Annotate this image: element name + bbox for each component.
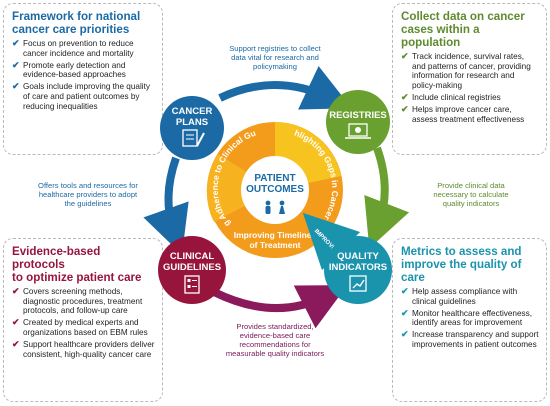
list-item: ✔Goals include improving the quality of …	[12, 82, 155, 111]
panel-title-line: Metrics to assess and	[401, 245, 522, 258]
list-item: ✔Covers screening methods, diagnostic pr…	[12, 286, 155, 316]
checkmark-icon: ✔	[12, 38, 20, 48]
note-line: necessary to calculate	[433, 190, 509, 199]
list-item-text: Increase transparency and support improv…	[412, 330, 539, 349]
note-line: Provides standardized,	[236, 322, 314, 331]
bullet-list: ✔Help assess compliance with clinical gu…	[401, 286, 539, 350]
list-item-text: Created by medical experts and organizat…	[23, 318, 148, 337]
checkmark-icon: ✔	[12, 81, 20, 92]
checkmark-icon: ✔	[12, 59, 20, 70]
note-support-registries: Support registries to collect data vital…	[200, 44, 350, 71]
checkmark-icon: ✔	[401, 91, 409, 102]
arrow-plans-to-guidelines	[143, 156, 189, 255]
note-line: data vital for research and	[231, 53, 319, 62]
note-line: measurable quality indicators	[225, 349, 325, 358]
note-line: healthcare providers to adopt	[38, 190, 138, 199]
note-line: evidence-based care	[239, 331, 311, 340]
node-cancer-plans	[160, 96, 224, 160]
arrow-plans-to-registries	[218, 66, 352, 110]
list-item: ✔Focus on prevention to reduce cancer in…	[12, 38, 155, 58]
note-line: the guidelines	[64, 199, 112, 208]
patients-icon	[265, 200, 285, 214]
list-item-text: Focus on prevention to reduce cancer inc…	[23, 39, 134, 58]
laptop-share-icon	[345, 123, 371, 139]
arrow-registries-to-indicators	[364, 146, 410, 249]
checkmark-icon: ✔	[12, 338, 20, 349]
checkmark-icon: ✔	[401, 51, 409, 61]
note-line: recommendations for	[239, 340, 311, 349]
list-item: ✔Monitor healthcare effectiveness, ident…	[401, 307, 539, 328]
panel-title-line: to optimize patient care	[12, 271, 142, 284]
list-item: ✔Created by medical experts and organiza…	[12, 318, 155, 337]
trend-chart-icon	[349, 275, 367, 292]
note-line: Offers tools and resources for	[38, 181, 138, 190]
arrow-guidelines-to-indicators	[212, 285, 348, 329]
list-item-text: Covers screening methods, diagnostic pro…	[23, 287, 143, 316]
ring-segment-left	[206, 154, 275, 222]
note-offers-tools: Offers tools and resources for healthcar…	[8, 181, 168, 208]
bullet-list: ✔Covers screening methods, diagnostic pr…	[12, 286, 155, 359]
list-item: ✔Helps improve cancer care, assess treat…	[401, 103, 539, 124]
panel-title-line: cancer care priorities	[12, 23, 130, 36]
list-item-text: Track incidence, survival rates, and pat…	[412, 52, 531, 90]
panel-title-line: Evidence-based protocols	[12, 245, 101, 271]
note-provide-clinical-data: Provide clinical data necessary to calcu…	[396, 181, 546, 208]
note-provides-standardized: Provides standardized, evidence-based ca…	[200, 322, 350, 358]
list-item-text: Support healthcare providers deliver con…	[23, 339, 155, 359]
note-line: Provide clinical data	[437, 181, 505, 190]
node-label-registries: REGISTRIES	[329, 110, 387, 121]
checkmark-icon: ✔	[401, 307, 409, 318]
note-line: policymaking	[253, 62, 297, 71]
list-item-text: Help assess compliance with clinical gui…	[412, 287, 518, 306]
center-circle	[241, 156, 309, 224]
checkmark-icon: ✔	[401, 103, 409, 114]
checkmark-icon: ✔	[12, 317, 20, 328]
bullet-list: ✔Focus on prevention to reduce cancer in…	[12, 38, 155, 111]
list-item: ✔Help assess compliance with clinical gu…	[401, 286, 539, 306]
list-item-text: Goals include improving the quality of c…	[23, 82, 150, 111]
panel-title-line: Collect data on cancer	[401, 10, 525, 23]
list-item: ✔Track incidence, survival rates, and pa…	[401, 51, 539, 90]
list-item: ✔Support healthcare providers deliver co…	[12, 338, 155, 359]
list-item: ✔Include clinical registries	[401, 91, 539, 103]
bullet-list: ✔Track incidence, survival rates, and pa…	[401, 51, 539, 124]
node-registries	[326, 90, 390, 154]
checklist-icon	[184, 275, 200, 294]
list-item-text: Include clinical registries	[412, 92, 501, 102]
list-item-text: Promote early detection and evidence-bas…	[23, 60, 126, 80]
checkmark-icon: ✔	[401, 329, 409, 340]
document-pen-icon	[182, 129, 205, 147]
note-line: Support registries to collect	[229, 44, 321, 53]
list-item: ✔Increase transparency and support impro…	[401, 330, 539, 349]
node-quality-indicators	[324, 236, 392, 304]
list-item-text: Helps improve cancer care, assess treatm…	[412, 104, 525, 124]
checkmark-icon: ✔	[401, 286, 409, 296]
node-clinical-guidelines	[158, 236, 226, 304]
list-item-text: Monitor healthcare effectiveness, identi…	[412, 308, 532, 328]
checkmark-icon: ✔	[12, 286, 20, 296]
panel-title-line: cases within a population	[401, 23, 480, 49]
note-line: quality indicators	[442, 199, 500, 208]
panel-title-line: improve the quality of care	[401, 258, 522, 284]
panel-title-line: Framework for national	[12, 10, 141, 23]
list-item: ✔Promote early detection and evidence-ba…	[12, 59, 155, 80]
